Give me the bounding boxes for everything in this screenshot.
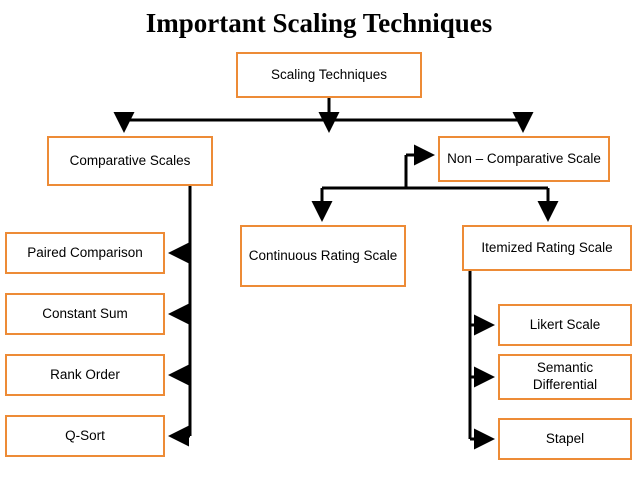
node-continuous-rating-scale[interactable]: Continuous Rating Scale bbox=[240, 225, 406, 287]
node-itemized-rating-scale[interactable]: Itemized Rating Scale bbox=[462, 225, 632, 271]
node-scaling-techniques[interactable]: Scaling Techniques bbox=[236, 52, 422, 98]
node-label: Constant Sum bbox=[42, 305, 128, 321]
node-label: Non – Comparative Scale bbox=[447, 150, 601, 166]
page-title: Important Scaling Techniques bbox=[145, 8, 493, 38]
node-non-comparative-scale[interactable]: Non – Comparative Scale bbox=[438, 136, 610, 182]
node-stapel[interactable]: Stapel bbox=[498, 418, 632, 460]
node-constant-sum[interactable]: Constant Sum bbox=[5, 293, 165, 335]
node-label: Paired Comparison bbox=[27, 244, 143, 260]
node-label: Rank Order bbox=[50, 366, 120, 382]
node-q-sort[interactable]: Q-Sort bbox=[5, 415, 165, 457]
node-label: Comparative Scales bbox=[69, 152, 191, 168]
node-label: Scaling Techniques bbox=[270, 66, 388, 82]
node-rank-order[interactable]: Rank Order bbox=[5, 354, 165, 396]
node-likert-scale[interactable]: Likert Scale bbox=[498, 304, 632, 346]
node-label: Itemized Rating Scale bbox=[481, 239, 613, 255]
node-paired-comparison[interactable]: Paired Comparison bbox=[5, 232, 165, 274]
node-semantic-differential[interactable]: Semantic Differential bbox=[498, 354, 632, 400]
node-label: Q-Sort bbox=[65, 427, 105, 443]
node-label: Continuous Rating Scale bbox=[248, 247, 398, 263]
node-comparative-scales[interactable]: Comparative Scales bbox=[47, 136, 213, 186]
node-label: Likert Scale bbox=[529, 316, 601, 332]
node-label: Stapel bbox=[545, 430, 585, 446]
node-label: Semantic Differential bbox=[532, 360, 598, 392]
